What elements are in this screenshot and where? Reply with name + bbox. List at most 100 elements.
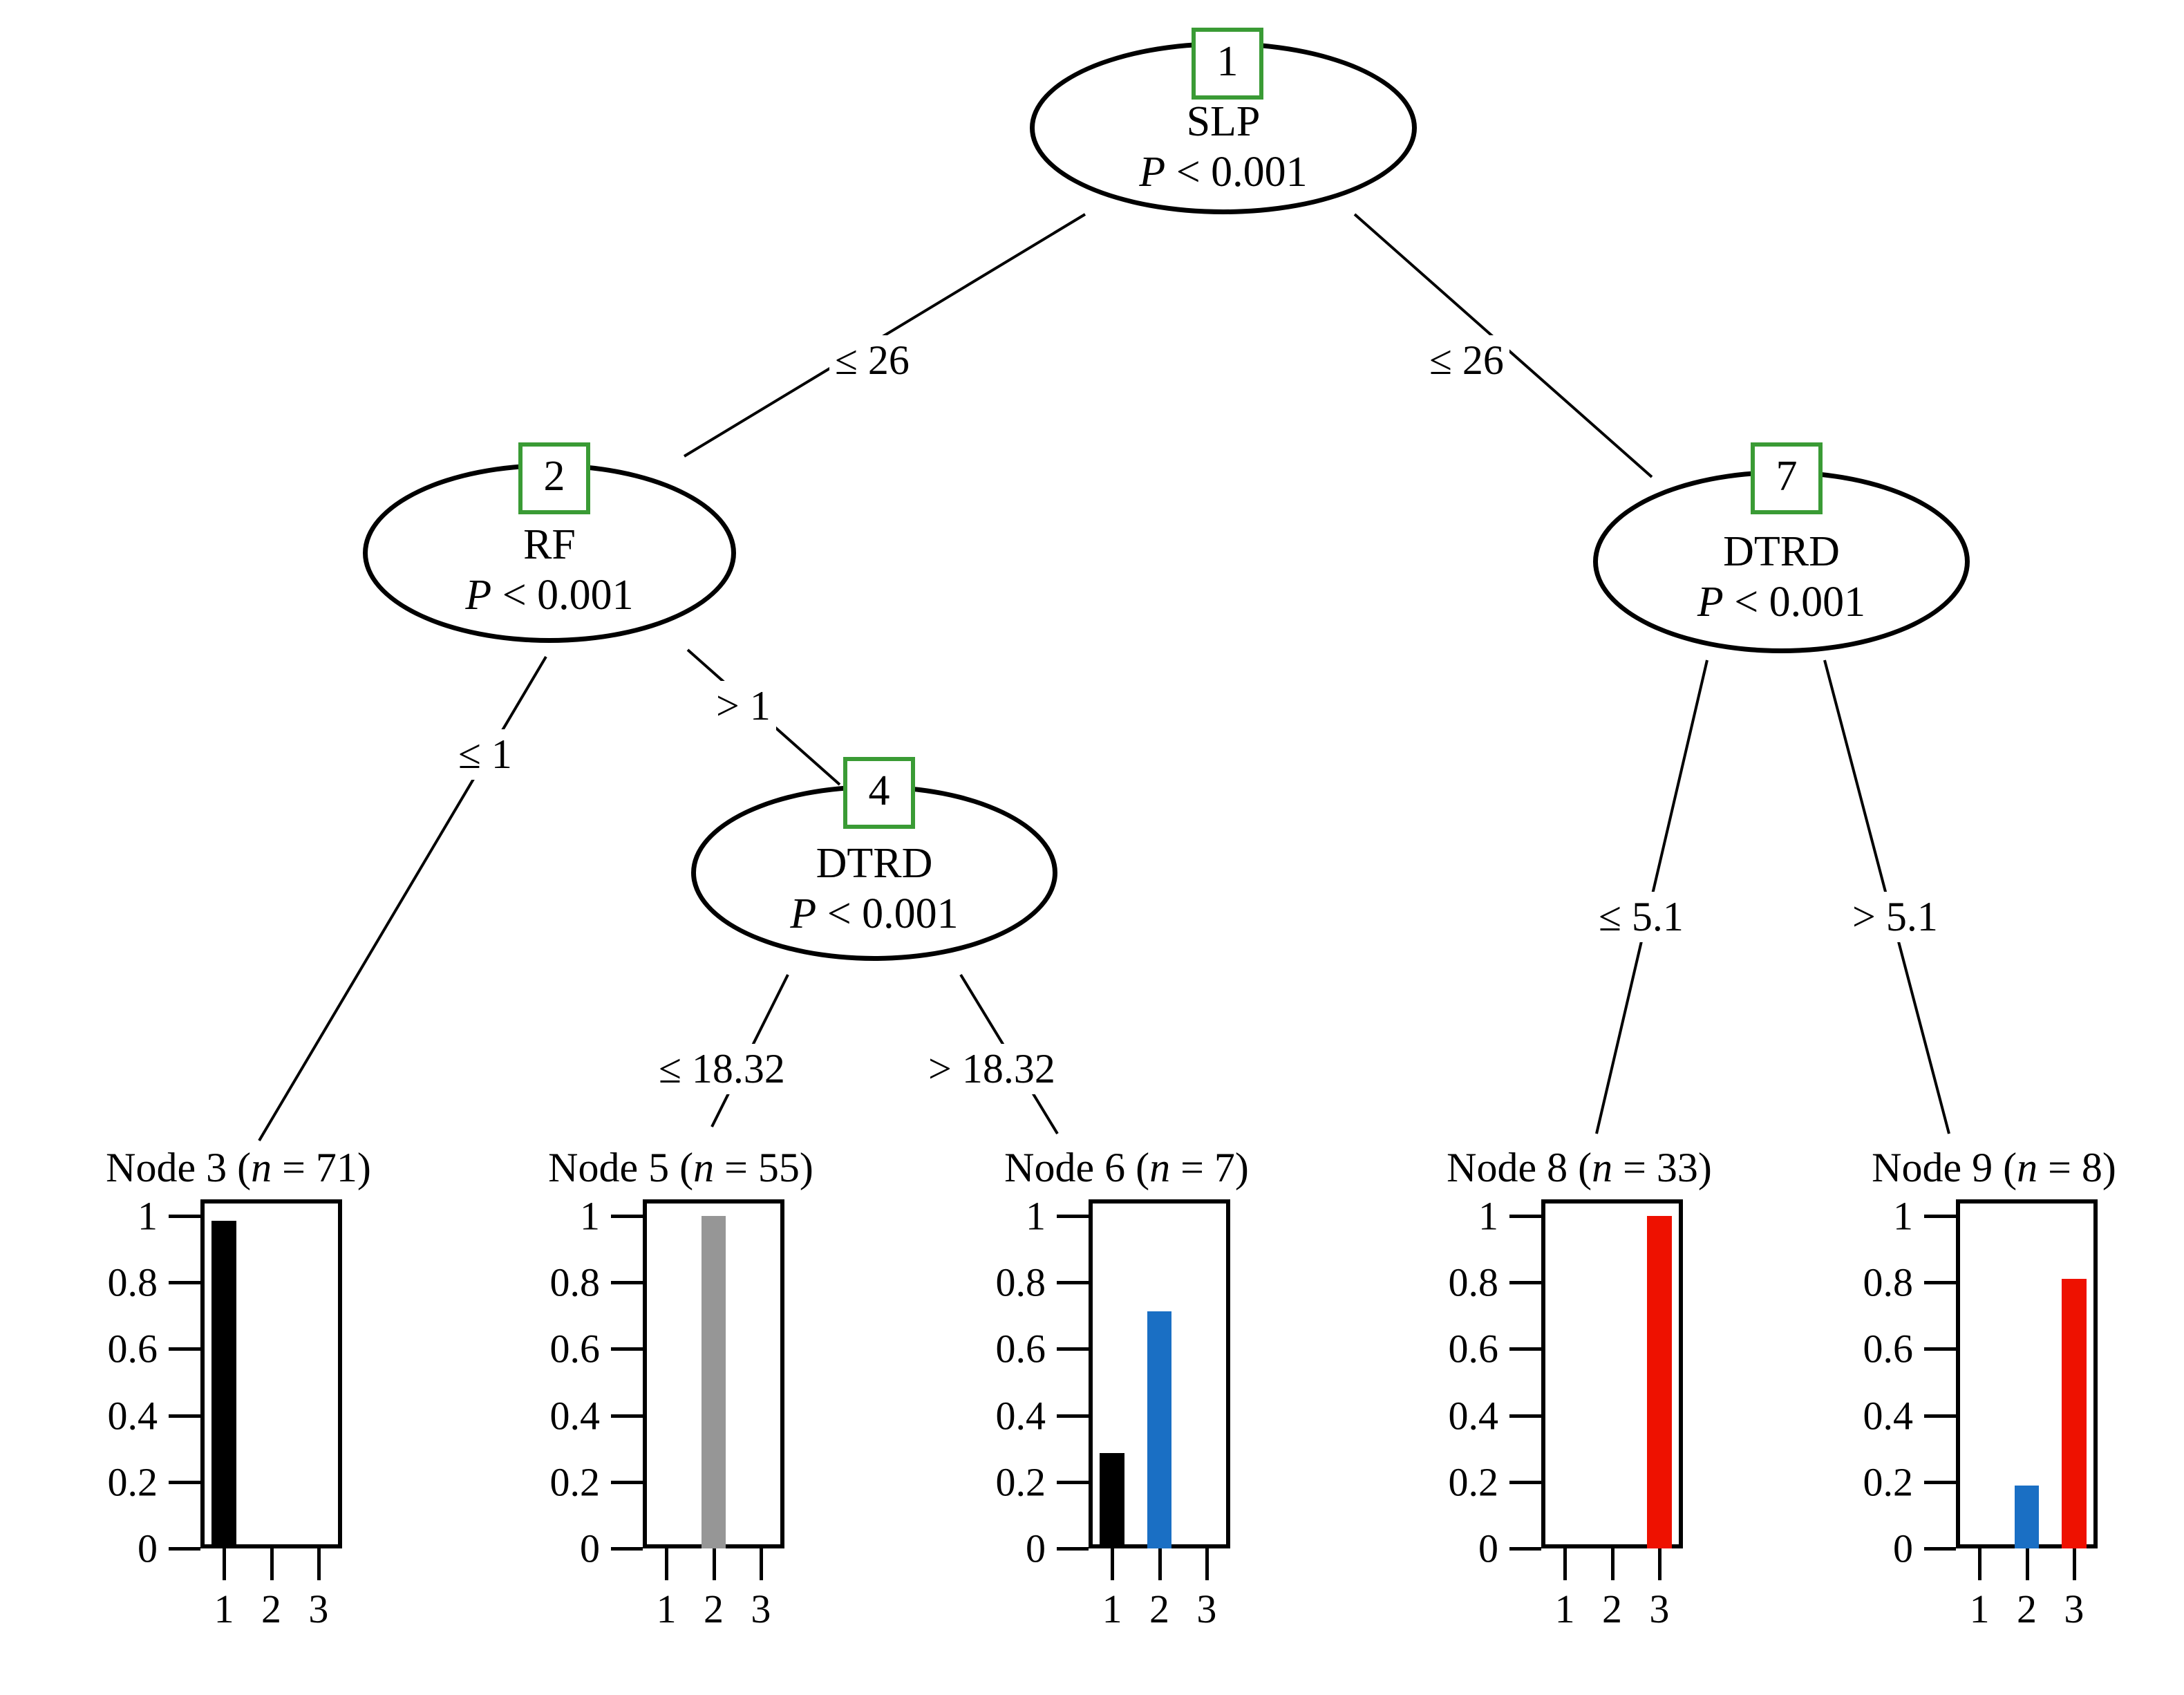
y-tick <box>1924 1347 1956 1351</box>
y-tick-label: 0.4 <box>1863 1393 1914 1439</box>
y-tick-label: 0.2 <box>549 1459 601 1505</box>
node-1-text: SLP P < 0.001 <box>1030 97 1417 198</box>
y-tick-label: 1 <box>138 1193 158 1239</box>
x-tick <box>270 1548 274 1580</box>
y-tick <box>169 1347 200 1351</box>
x-tick-label: 3 <box>2064 1586 2084 1631</box>
inner-node-4[interactable]: 4 DTRD P < 0.001 <box>691 757 1057 964</box>
bar-category-3 <box>2062 1279 2087 1548</box>
x-tick-label: 1 <box>656 1586 677 1631</box>
y-tick-label: 1 <box>580 1193 600 1239</box>
node-4-variable: DTRD <box>816 840 933 887</box>
y-tick-label: 0 <box>138 1526 158 1571</box>
x-tick-label: 1 <box>1969 1586 1990 1631</box>
x-tick <box>2072 1548 2076 1580</box>
node-2-text: RF P < 0.001 <box>363 520 736 621</box>
y-tick-label: 0.4 <box>107 1393 158 1439</box>
y-tick-label: 0.8 <box>1863 1259 1914 1305</box>
x-tick <box>1610 1548 1615 1580</box>
x-tick-label: 1 <box>1554 1586 1575 1631</box>
y-tick-label: 0.8 <box>107 1259 158 1305</box>
x-tick-label: 3 <box>751 1586 771 1631</box>
node-id-badge-1: 1 <box>1192 28 1263 100</box>
y-tick <box>1509 1215 1541 1219</box>
x-tick <box>317 1548 321 1580</box>
y-tick <box>169 1480 200 1484</box>
y-tick-label: 0 <box>1893 1526 1913 1571</box>
bar-category-2 <box>701 1216 726 1548</box>
node-7-text: DTRD P < 0.001 <box>1593 527 1970 628</box>
x-tick <box>1158 1548 1162 1580</box>
bar-category-1 <box>211 1220 236 1548</box>
y-tick <box>1509 1480 1541 1484</box>
inner-node-7[interactable]: 7 DTRD P < 0.001 <box>1593 442 1970 660</box>
x-tick <box>665 1548 669 1580</box>
terminal-node-8-title: Node 8 (n = 33) <box>1447 1145 1712 1190</box>
y-tick-label: 0.2 <box>995 1459 1046 1505</box>
x-tick-label: 2 <box>704 1586 724 1631</box>
bar-category-2 <box>2014 1485 2040 1548</box>
x-tick-label: 2 <box>1149 1586 1169 1631</box>
y-tick-label: 0.6 <box>549 1326 601 1371</box>
inner-node-2[interactable]: 2 RF P < 0.001 <box>363 442 736 650</box>
edge-label-1-7: ≤ 26 <box>1424 335 1509 386</box>
y-tick <box>611 1547 643 1551</box>
terminal-node-9-title: Node 9 (n = 8) <box>1872 1145 2116 1190</box>
node-7-pvalue: P < 0.001 <box>1697 579 1866 626</box>
y-tick <box>611 1281 643 1285</box>
x-tick <box>759 1548 763 1580</box>
edge-label-7-8: ≤ 5.1 <box>1593 892 1689 942</box>
y-tick-label: 0.8 <box>995 1259 1046 1305</box>
x-tick-label: 2 <box>1602 1586 1622 1631</box>
x-tick <box>1205 1548 1209 1580</box>
y-tick-label: 0 <box>1026 1526 1046 1571</box>
y-tick <box>169 1281 200 1285</box>
edge-label-7-9: > 5.1 <box>1847 892 1943 942</box>
y-tick <box>1057 1414 1089 1418</box>
x-tick <box>712 1548 716 1580</box>
x-tick-label: 3 <box>1649 1586 1670 1631</box>
y-tick <box>1924 1547 1956 1551</box>
terminal-node-3-title: Node 3 (n = 71) <box>106 1145 371 1190</box>
y-tick-label: 0.6 <box>995 1326 1046 1371</box>
bar-category-2 <box>1147 1311 1172 1548</box>
x-tick-label: 3 <box>1196 1586 1217 1631</box>
node-2-variable: RF <box>523 521 576 568</box>
y-tick-label: 1 <box>1478 1193 1498 1239</box>
node-7-variable: DTRD <box>1723 528 1840 575</box>
y-tick <box>1509 1281 1541 1285</box>
y-tick-label: 0.4 <box>995 1393 1046 1439</box>
edge-label-2-4: > 1 <box>710 681 776 731</box>
edge-label-2-3: ≤ 1 <box>453 729 518 780</box>
y-tick-label: 0.6 <box>107 1326 158 1371</box>
x-tick-label: 1 <box>1102 1586 1122 1631</box>
y-tick <box>611 1215 643 1219</box>
y-tick <box>611 1414 643 1418</box>
y-tick-label: 0.2 <box>1863 1459 1914 1505</box>
node-id-badge-4: 4 <box>843 757 915 829</box>
y-tick-label: 0 <box>1478 1526 1498 1571</box>
node-id-badge-2: 2 <box>518 442 590 514</box>
x-tick-label: 2 <box>2017 1586 2037 1631</box>
y-tick-label: 0.8 <box>549 1259 601 1305</box>
inner-node-1[interactable]: 1 SLP P < 0.001 <box>1030 28 1417 214</box>
terminal-node-5-title: Node 5 (n = 55) <box>548 1145 813 1190</box>
y-tick <box>1509 1414 1541 1418</box>
x-tick <box>1563 1548 1568 1580</box>
y-tick <box>1924 1281 1956 1285</box>
y-tick-label: 0.6 <box>1863 1326 1914 1371</box>
x-tick-label: 2 <box>261 1586 281 1631</box>
x-tick <box>2025 1548 2029 1580</box>
y-tick <box>169 1215 200 1219</box>
terminal-node-6-title: Node 6 (n = 7) <box>1004 1145 1249 1190</box>
y-tick <box>1057 1215 1089 1219</box>
node-1-variable: SLP <box>1186 98 1261 145</box>
